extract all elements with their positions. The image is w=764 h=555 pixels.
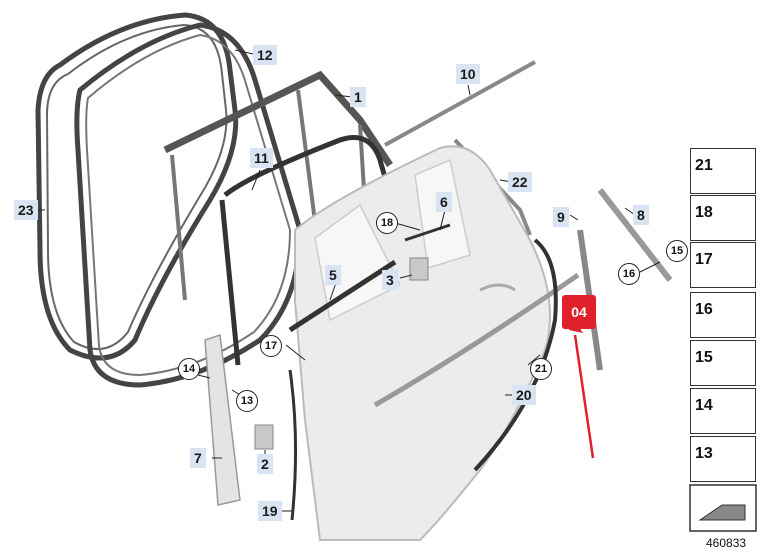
circled-label-15: 15 bbox=[666, 240, 688, 262]
circled-label-17: 17 bbox=[260, 335, 282, 357]
part-label-22: 22 bbox=[508, 172, 532, 192]
circled-label-14: 14 bbox=[178, 358, 200, 380]
circled-label-16: 16 bbox=[618, 263, 640, 285]
seal-12-outline bbox=[74, 22, 303, 388]
pillar-7 bbox=[204, 333, 241, 506]
frame-1-leg-a bbox=[170, 154, 187, 301]
panel-num: 13 bbox=[695, 445, 713, 462]
part-label-19: 19 bbox=[258, 501, 282, 521]
part-label-7: 7 bbox=[190, 448, 206, 468]
door-lower-trim bbox=[373, 272, 580, 408]
part-label-6: 6 bbox=[436, 192, 452, 212]
part-label-5: 5 bbox=[325, 265, 341, 285]
panel-num: 16 bbox=[695, 301, 713, 318]
door-window-left bbox=[314, 203, 402, 322]
panel-num: 15 bbox=[695, 349, 713, 366]
seal-23-inner bbox=[45, 23, 228, 350]
part-label-23: 23 bbox=[14, 200, 38, 220]
panel-cell-17: 17 bbox=[690, 242, 756, 288]
seal-20 bbox=[473, 238, 558, 472]
circled-label-21: 21 bbox=[530, 358, 552, 380]
panel-cell-18: 18 bbox=[690, 195, 756, 241]
frame-1 bbox=[163, 70, 393, 167]
part-label-1: 1 bbox=[350, 87, 366, 107]
seal-11 bbox=[223, 135, 403, 231]
panel-num: 18 bbox=[695, 204, 713, 221]
callout-badge: 04 bbox=[562, 295, 596, 329]
strip-6 bbox=[404, 223, 451, 242]
panel-num: 17 bbox=[695, 251, 713, 268]
diagram-id: 460833 bbox=[706, 536, 747, 550]
panel-cell-14: 14 bbox=[690, 388, 756, 434]
door-window-right bbox=[414, 158, 471, 269]
part-label-3: 3 bbox=[382, 270, 398, 290]
panel-cell-16: 16 bbox=[690, 292, 756, 338]
circled-label-13: 13 bbox=[236, 390, 258, 412]
panel-num: 14 bbox=[695, 397, 713, 414]
part-label-9: 9 bbox=[553, 207, 569, 227]
seal-12-inner bbox=[85, 33, 292, 377]
seal-11-leg bbox=[219, 199, 241, 366]
part-label-8: 8 bbox=[633, 205, 649, 225]
trim-8 bbox=[597, 188, 673, 282]
circled-label-18: 18 bbox=[376, 212, 398, 234]
panel-cell-15: 15 bbox=[690, 340, 756, 386]
trim-10 bbox=[384, 60, 536, 147]
belt-5 bbox=[288, 259, 397, 333]
callout-arrow bbox=[573, 334, 595, 459]
part-label-11: 11 bbox=[250, 148, 273, 168]
notch-symbol-icon bbox=[698, 504, 746, 521]
part-label-20: 20 bbox=[512, 385, 536, 405]
clip-2-shape bbox=[254, 424, 274, 450]
part-label-10: 10 bbox=[456, 64, 480, 84]
seal-23-outline bbox=[35, 12, 239, 361]
clip-3-shape bbox=[409, 257, 429, 281]
part-label-2: 2 bbox=[257, 454, 273, 474]
panel-cell-13: 13 bbox=[690, 436, 756, 482]
door-handle bbox=[479, 283, 516, 292]
panel-cell-21: 21 bbox=[690, 148, 756, 194]
panel-num: 21 bbox=[695, 157, 713, 174]
seal-19 bbox=[288, 369, 298, 521]
part-label-12: 12 bbox=[253, 45, 277, 65]
